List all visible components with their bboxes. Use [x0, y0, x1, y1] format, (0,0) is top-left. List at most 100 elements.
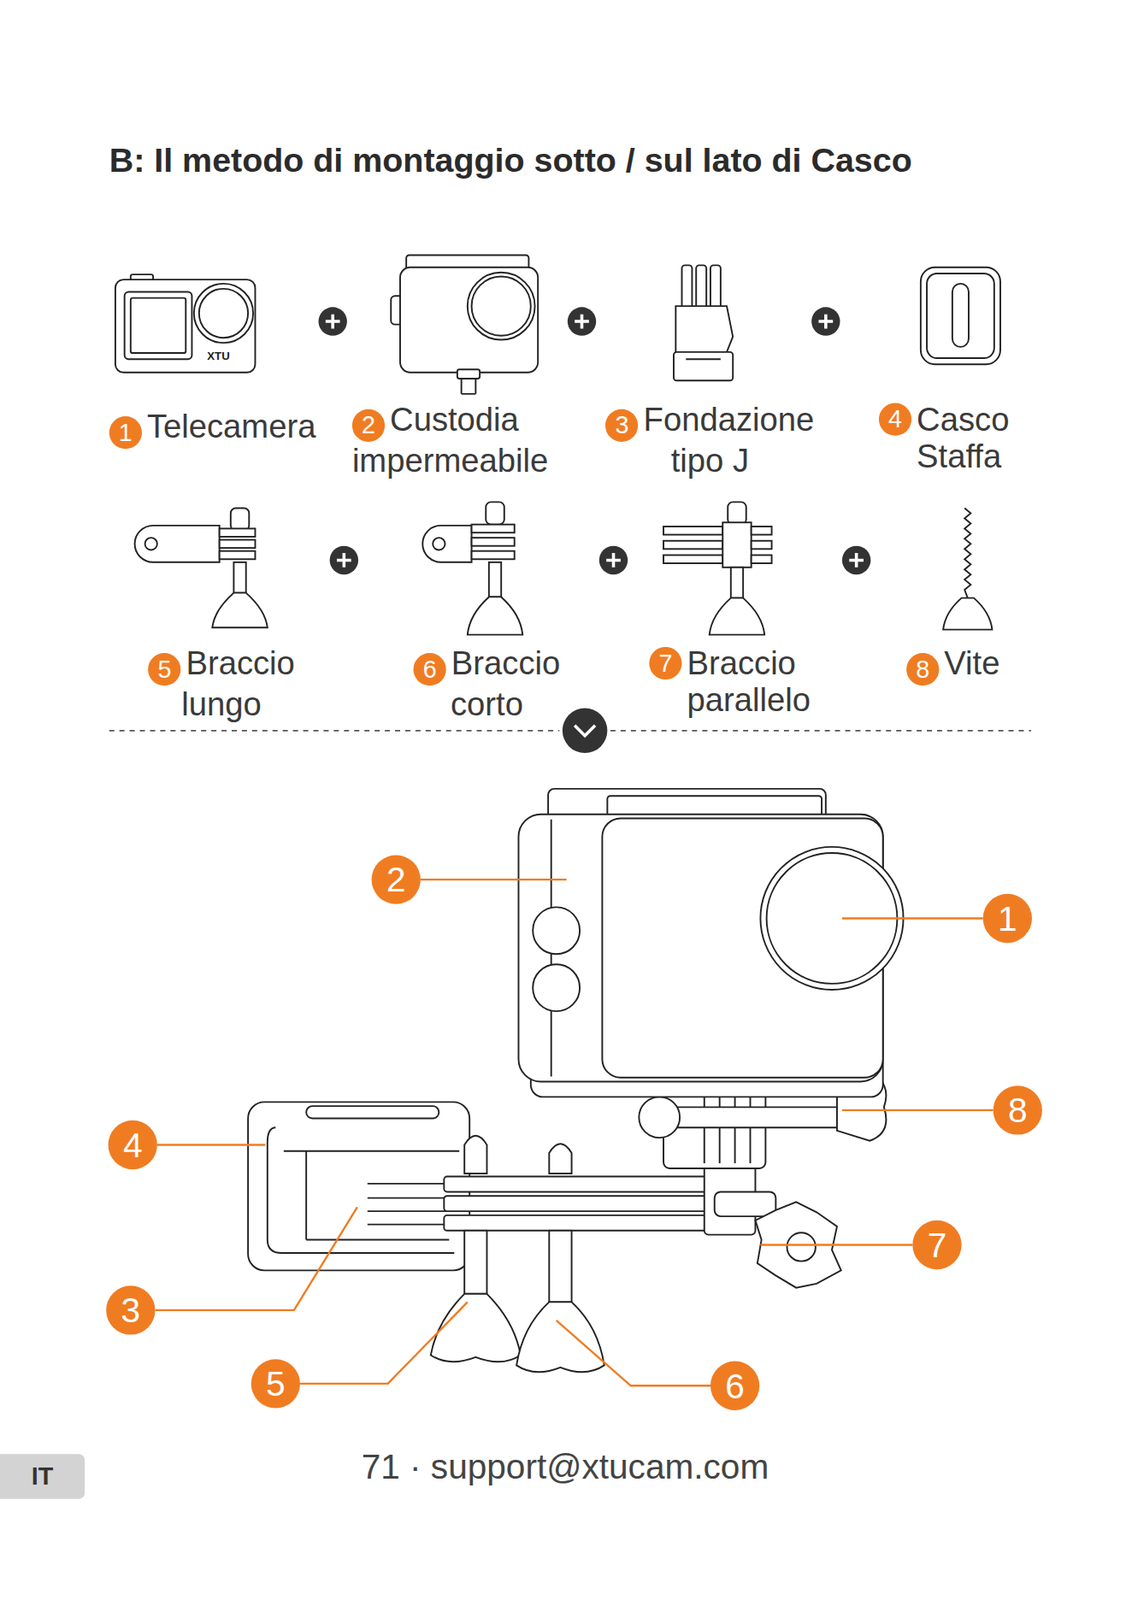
leader-lines-shape	[842, 917, 984, 920]
part-name: Telecamera	[147, 408, 316, 446]
part-j-mount-shape	[673, 352, 733, 381]
assembly-housing	[518, 789, 903, 1098]
assembly-bracket	[247, 1102, 470, 1271]
assembly-knobs	[430, 1136, 605, 1373]
part-number: 5	[147, 653, 181, 686]
assembly-knobs-shape	[516, 1302, 605, 1373]
part-parallel-arm-shape	[663, 526, 723, 536]
callout-text: 1	[997, 899, 1018, 938]
part-label: 2Custodia impermeabile	[352, 400, 578, 479]
assembly-housing-shape	[607, 795, 822, 817]
part-camera	[115, 274, 256, 373]
assembly-mount-shape	[638, 1096, 680, 1138]
callout-text: 7	[927, 1226, 948, 1265]
part-housing-shape	[400, 267, 538, 373]
part-long-arm-shape	[212, 593, 267, 629]
leader-lines-shape	[760, 1244, 913, 1246]
part-housing-shape	[467, 272, 536, 341]
part-long-arm-shape	[219, 528, 256, 537]
chevron-badge	[562, 708, 608, 755]
part-camera-shape	[194, 283, 254, 343]
part-helmet-bracket-shape	[926, 273, 995, 359]
part-long-arm-shape	[233, 562, 246, 594]
part-camera-shape	[124, 291, 193, 360]
part-name: Casco Staffa	[916, 400, 1032, 475]
part-label: 7Braccio parallelo	[648, 645, 833, 720]
part-short-arm-shape	[485, 501, 504, 525]
callout-number: 4	[108, 1120, 158, 1170]
assembly-knobs-shape	[464, 1136, 487, 1174]
brand-logo: XTU	[206, 349, 230, 364]
part-j-mount-shape	[695, 265, 707, 311]
part-number: 3	[605, 409, 638, 443]
part-parallel-arm	[663, 501, 773, 635]
assembly-bracket-shape	[283, 1151, 460, 1241]
assembly-mount-shape	[653, 1107, 843, 1128]
footer-text: 71 · support@xtucam.com	[361, 1446, 770, 1489]
part-label: 1Telecamera	[109, 408, 355, 450]
callout-number: 3	[106, 1285, 155, 1335]
part-name: Custodia impermeabile	[352, 400, 549, 479]
leader-lines-shape	[157, 1143, 266, 1146]
assembly-knobs-shape	[430, 1294, 521, 1362]
part-parallel-arm-shape	[731, 567, 743, 599]
part-short-arm	[422, 501, 523, 635]
leader-lines-shape	[154, 1207, 357, 1311]
part-short-arm-shape	[489, 562, 502, 598]
leader-lines-shape	[420, 878, 567, 881]
part-parallel-arm-shape	[727, 501, 746, 525]
part-screw	[943, 508, 992, 631]
part-housing	[390, 254, 538, 394]
part-helmet-bracket	[920, 267, 1001, 365]
assembly-bracket-shape	[267, 1127, 454, 1254]
part-long-arm-shape	[145, 537, 158, 550]
part-short-arm-shape	[422, 525, 472, 563]
assembly-housing-shape	[532, 964, 580, 1012]
part-j-mount-shape	[710, 265, 721, 311]
part-label: 8Vite	[906, 645, 1039, 687]
part-parallel-arm-shape	[751, 526, 773, 536]
part-parallel-arm-shape	[751, 541, 773, 550]
part-number: 7	[648, 647, 682, 680]
callout-text: 8	[1008, 1090, 1028, 1130]
callout-number: 8	[993, 1085, 1043, 1135]
part-camera-shape	[199, 288, 248, 338]
leader-lines-shape	[556, 1320, 711, 1386]
part-j-mount-shape	[675, 306, 733, 353]
assembly-knobs-shape	[548, 1231, 572, 1303]
part-name: Braccio lungo	[181, 645, 295, 724]
assembly-arms	[443, 1122, 841, 1288]
assembly-arms-shape	[443, 1215, 735, 1232]
part-label: 3Fondazione tipo J	[595, 400, 826, 479]
callout-number: 2	[371, 854, 421, 904]
part-name: Fondazione tipo J	[643, 400, 815, 479]
part-name: Braccio corto	[450, 645, 561, 724]
part-long-arm	[135, 508, 268, 629]
part-screw-shape	[943, 598, 992, 631]
part-label: 5Braccio lungo	[140, 645, 304, 724]
part-housing-shape	[461, 378, 477, 395]
part-long-arm-shape	[230, 508, 249, 531]
callout-text: 4	[123, 1126, 143, 1165]
part-j-mount-shape	[682, 265, 693, 311]
part-helmet-bracket-shape	[920, 267, 1001, 365]
assembly-knobs-shape	[548, 1143, 572, 1174]
part-number: 1	[109, 416, 142, 449]
part-label: 4Casco Staffa	[878, 400, 1032, 475]
leader-lines-shape	[300, 1302, 468, 1385]
part-long-arm-shape	[219, 540, 256, 549]
part-number: 8	[906, 653, 939, 686]
callout-number: 1	[983, 894, 1032, 944]
assembly-arms-shape	[443, 1177, 735, 1193]
callout-text: 6	[725, 1367, 745, 1406]
part-short-arm-shape	[432, 537, 445, 550]
assembly-arms-shape	[443, 1196, 735, 1212]
part-short-arm-shape	[471, 524, 515, 534]
callout-text: 3	[121, 1291, 142, 1330]
part-housing-shape	[471, 277, 531, 337]
assembly-knobs-shape	[464, 1231, 487, 1295]
part-parallel-arm-shape	[722, 522, 751, 568]
part-parallel-arm-shape	[663, 541, 723, 550]
